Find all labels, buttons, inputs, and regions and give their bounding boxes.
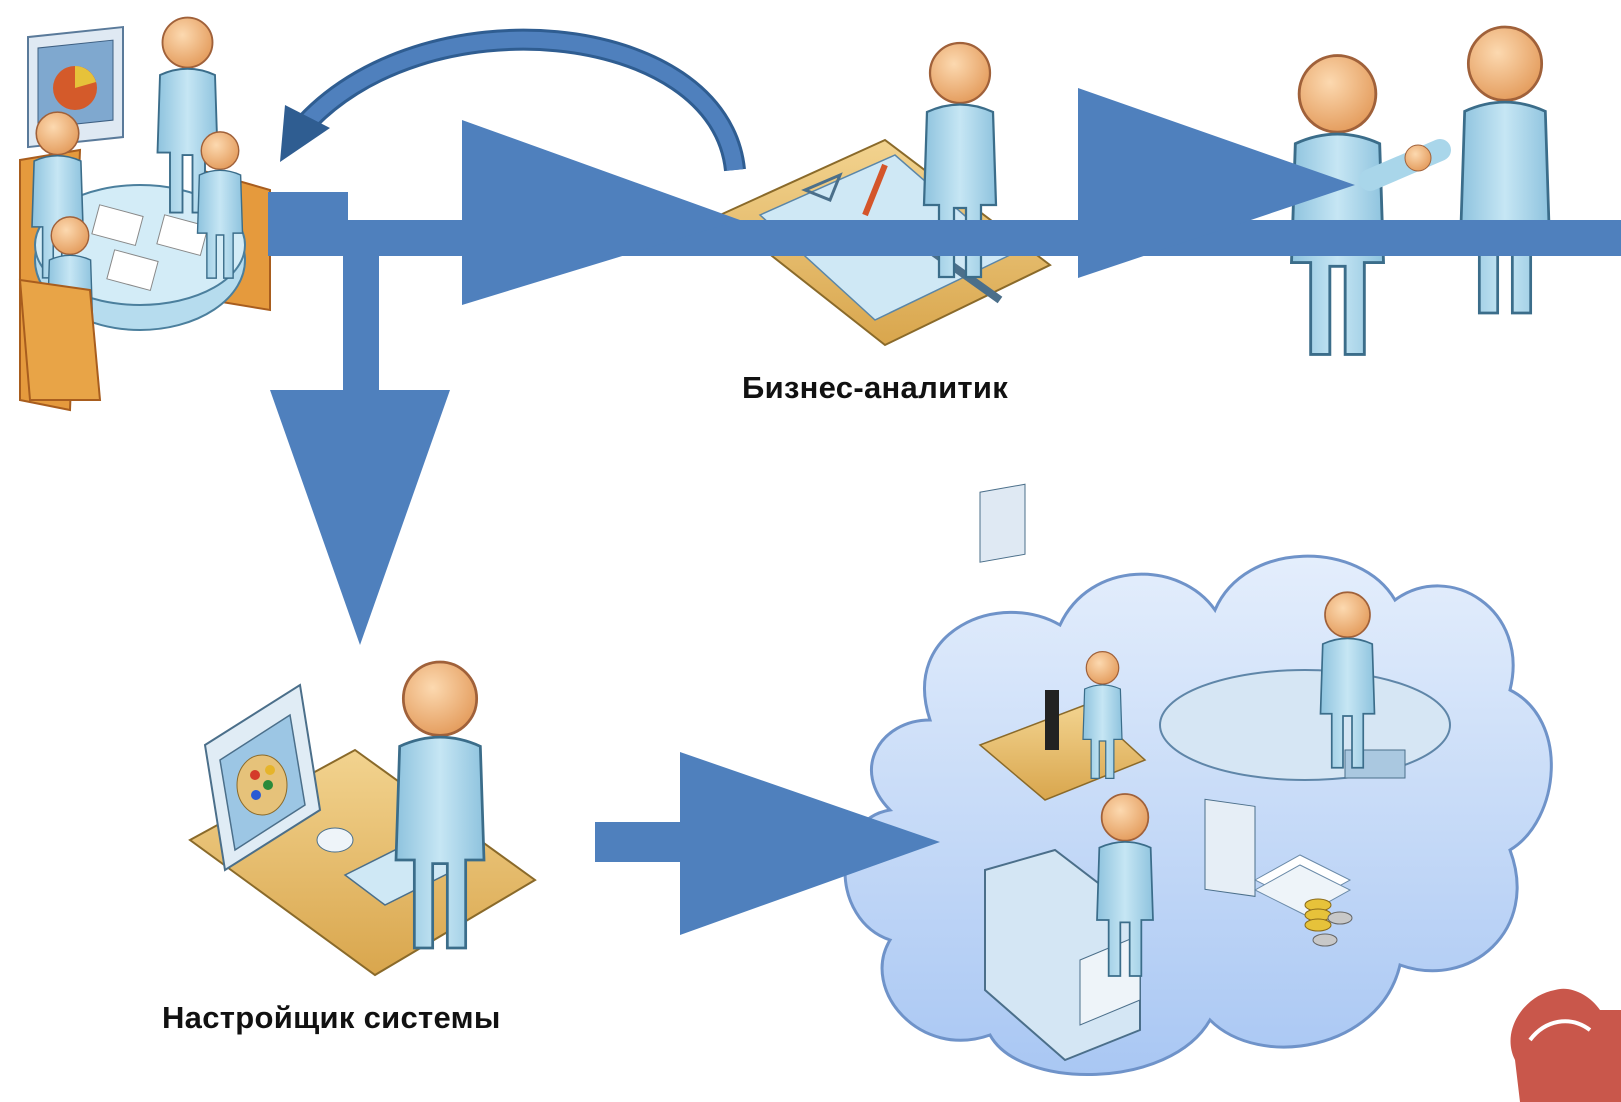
down-flow-arrow xyxy=(270,228,450,645)
business-analyst-icon xyxy=(718,41,1052,347)
horizontal-flow-arrow xyxy=(268,88,1621,305)
meeting-group-icon xyxy=(18,16,271,412)
handshake-icon xyxy=(1290,25,1551,356)
business-analyst-label: Бизнес-аналитик xyxy=(742,370,1009,405)
system-configurator-icon xyxy=(188,660,537,977)
feedback-arrow xyxy=(280,28,746,172)
office-cloud-icon xyxy=(843,483,1553,1076)
system-configurator-label: Настройщик системы xyxy=(162,1000,501,1035)
logo-horse-icon xyxy=(1510,988,1621,1102)
cloud-flow-arrow xyxy=(595,752,940,935)
